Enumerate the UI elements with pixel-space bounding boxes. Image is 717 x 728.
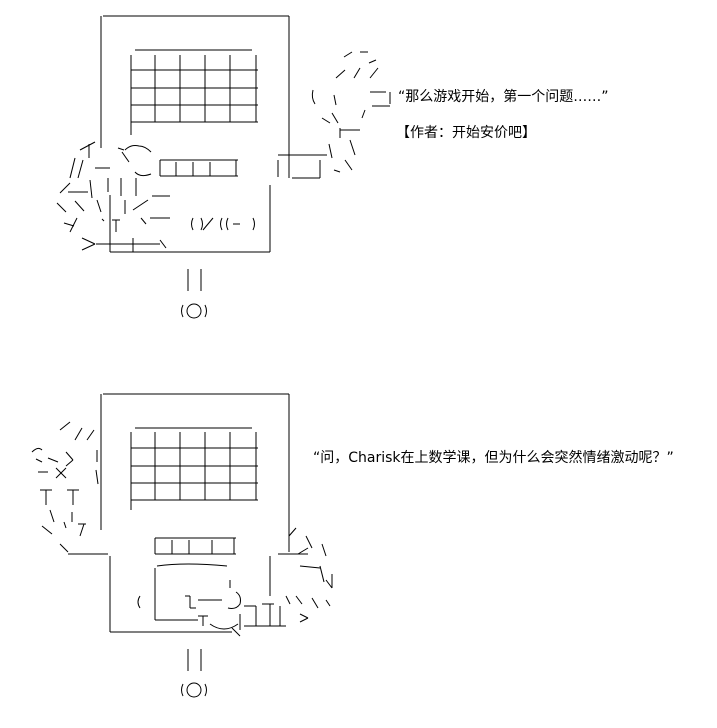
panel2-robot: [31, 393, 333, 698]
panel2-speech: “问，Charisk在上数学课，但为什么会突然情绪激动呢？”: [313, 450, 674, 466]
panel1-author-note: 【作者：开始安价吧】: [396, 125, 536, 141]
panel1-robot: [56, 15, 391, 319]
panel1-speech: “那么游戏开始，第一个问题……”: [398, 89, 609, 105]
